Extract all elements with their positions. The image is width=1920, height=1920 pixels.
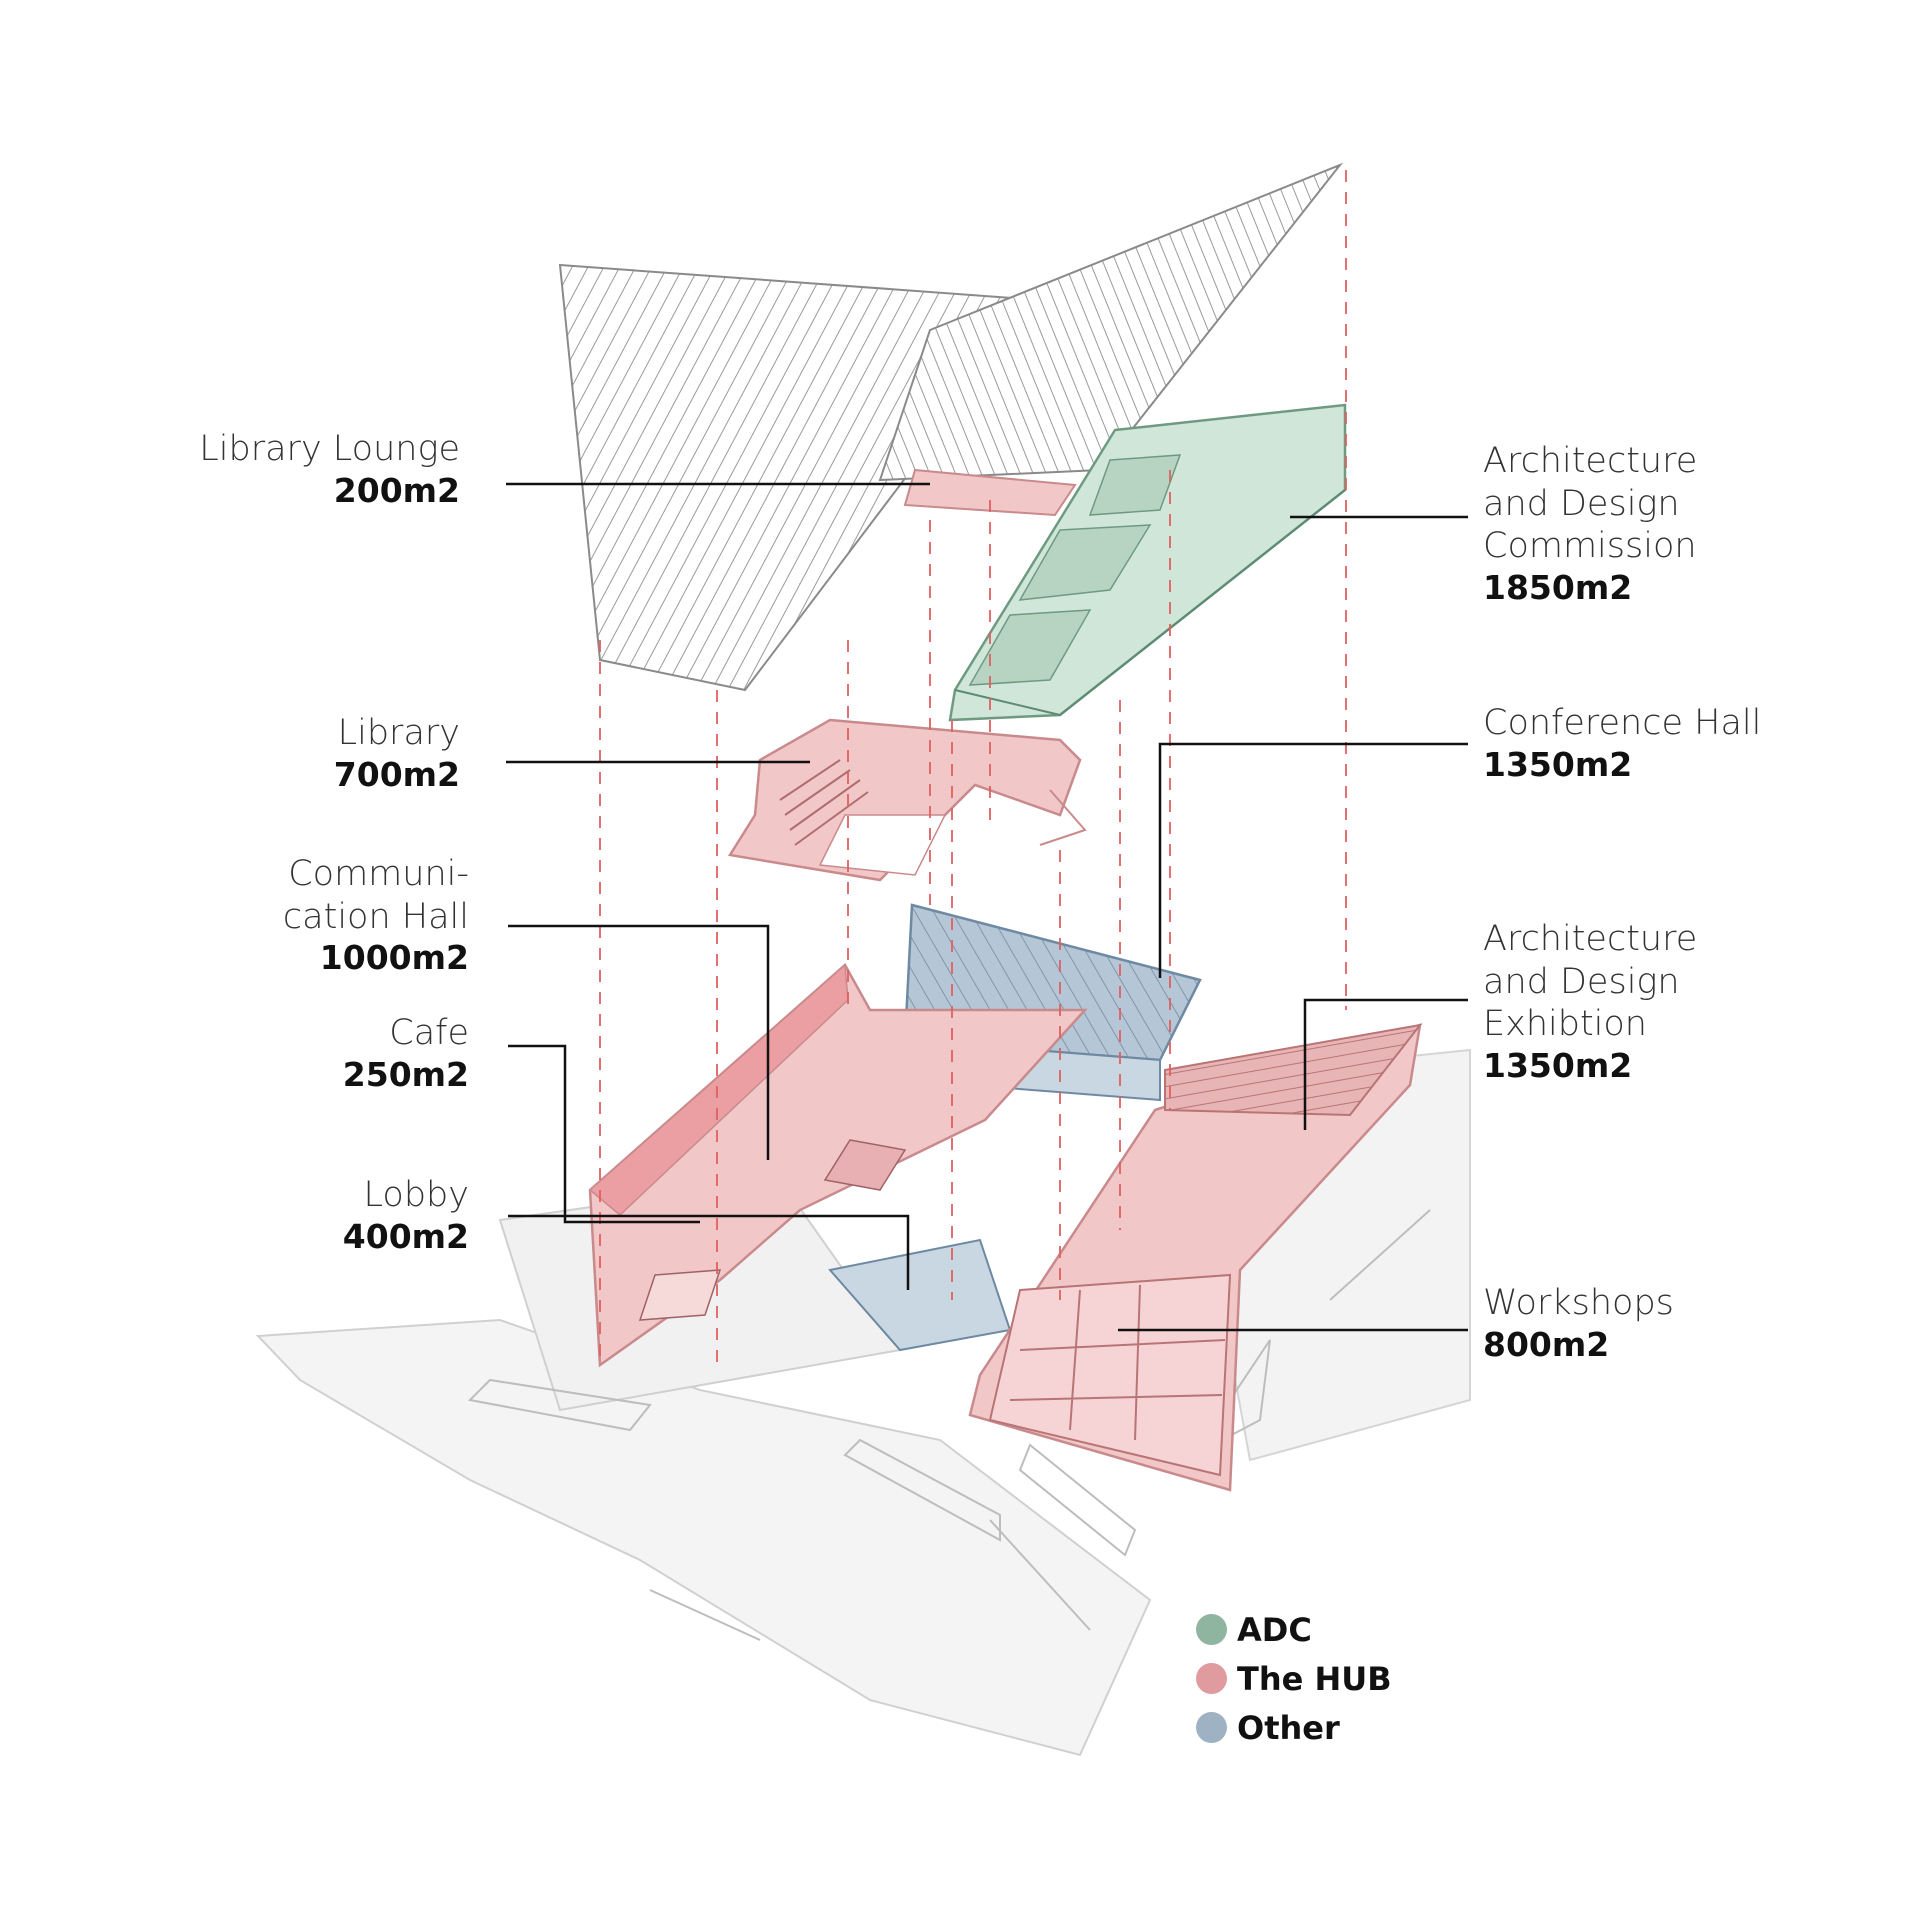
adc-room-1 bbox=[1088, 454, 1182, 516]
library-void bbox=[818, 814, 947, 876]
adc-commission-name-line2: and Design bbox=[1483, 483, 1680, 524]
adc-commission-area: 1850m2 bbox=[1483, 568, 1633, 608]
cafe-tables bbox=[638, 1269, 722, 1321]
exhibition-roof bbox=[1164, 1023, 1423, 1117]
leader-communication-hall bbox=[508, 924, 770, 1160]
legend: ADC The HUB Other bbox=[1196, 1605, 1392, 1752]
hub-ground-floor bbox=[588, 963, 1423, 1492]
adc-room-2 bbox=[1018, 524, 1152, 601]
site-island-2 bbox=[843, 1438, 1001, 1542]
label-lobby: Lobby 400m2 bbox=[343, 1174, 469, 1257]
adc-commission-name-line1: Architecture bbox=[1483, 441, 1698, 481]
adc-commission-name-line3: Commission bbox=[1483, 526, 1697, 567]
label-adc-commission: Architecture and Design Commission 1850m… bbox=[1483, 440, 1697, 608]
legend-label-hub: The HUB bbox=[1237, 1659, 1392, 1698]
communication-hall-name-line1: Communi- bbox=[288, 854, 469, 894]
site-strip-3 bbox=[1329, 1209, 1431, 1301]
library-lounge-area: 200m2 bbox=[333, 470, 460, 510]
adc-exhibition-area: 1350m2 bbox=[1483, 1046, 1633, 1086]
workshop-partitions bbox=[1009, 1284, 1226, 1441]
library-lounge-name: Library Lounge bbox=[199, 429, 460, 469]
library-ramp bbox=[1039, 789, 1087, 846]
adc-commission-floor bbox=[948, 403, 1347, 722]
legend-label-adc: ADC bbox=[1237, 1610, 1312, 1649]
legend-item-hub: The HUB bbox=[1196, 1654, 1392, 1703]
legend-item-adc: ADC bbox=[1196, 1605, 1392, 1654]
library-lounge-slab bbox=[903, 468, 1077, 517]
cafe-name: Cafe bbox=[389, 1013, 469, 1053]
library-floor bbox=[727, 718, 1087, 882]
leader-cafe bbox=[508, 1044, 700, 1224]
lobby-name: Lobby bbox=[363, 1175, 469, 1215]
lobby-area: 400m2 bbox=[342, 1216, 469, 1256]
site-strip-2 bbox=[989, 1519, 1091, 1631]
roof-layer bbox=[558, 162, 1344, 692]
label-cafe: Cafe 250m2 bbox=[343, 1012, 469, 1095]
label-workshops: Workshops 800m2 bbox=[1483, 1282, 1674, 1365]
legend-label-other: Other bbox=[1237, 1708, 1340, 1747]
label-library-lounge: Library Lounge 200m2 bbox=[199, 428, 460, 511]
communication-hall-area: 1000m2 bbox=[319, 938, 469, 978]
communication-hall-name-line2: cation Hall bbox=[282, 896, 469, 937]
label-conference-hall: Conference Hall 1350m2 bbox=[1483, 702, 1761, 785]
library-name: Library bbox=[337, 713, 460, 753]
site-strip-1 bbox=[649, 1589, 761, 1641]
label-adc-exhibition: Architecture and Design Exhibtion 1350m2 bbox=[1483, 918, 1697, 1086]
leader-lines bbox=[506, 482, 1468, 1332]
workshop-rooms bbox=[988, 1273, 1232, 1477]
workshops-area: 800m2 bbox=[1483, 1324, 1610, 1364]
leader-conference-hall bbox=[1158, 742, 1468, 978]
legend-item-other: Other bbox=[1196, 1703, 1392, 1752]
legend-dot-hub bbox=[1196, 1663, 1227, 1694]
leader-adc-exhibition bbox=[1303, 998, 1468, 1130]
adc-exhibition-name-line3: Exhibtion bbox=[1483, 1004, 1647, 1045]
legend-dot-other bbox=[1196, 1712, 1227, 1743]
conference-hall-name: Conference Hall bbox=[1483, 703, 1762, 743]
adc-exhibition-name-line2: and Design bbox=[1483, 961, 1680, 1002]
adc-exhibition-name-line1: Architecture bbox=[1483, 919, 1698, 959]
label-communication-hall: Communi- cation Hall 1000m2 bbox=[283, 853, 469, 979]
adc-room-3 bbox=[968, 609, 1092, 686]
legend-dot-adc bbox=[1196, 1614, 1227, 1645]
conference-hall-area: 1350m2 bbox=[1483, 744, 1633, 784]
leader-lobby bbox=[508, 1214, 910, 1290]
site-island-3 bbox=[1018, 1443, 1137, 1557]
library-shelves bbox=[779, 759, 869, 846]
cafe-area: 250m2 bbox=[342, 1054, 469, 1094]
projection-guides bbox=[599, 170, 1347, 1370]
site-island-1 bbox=[467, 1378, 652, 1432]
label-library: Library 700m2 bbox=[334, 712, 460, 795]
library-area: 700m2 bbox=[333, 754, 460, 794]
workshops-name: Workshops bbox=[1483, 1283, 1674, 1323]
communication-hall-stairs bbox=[823, 1139, 907, 1191]
